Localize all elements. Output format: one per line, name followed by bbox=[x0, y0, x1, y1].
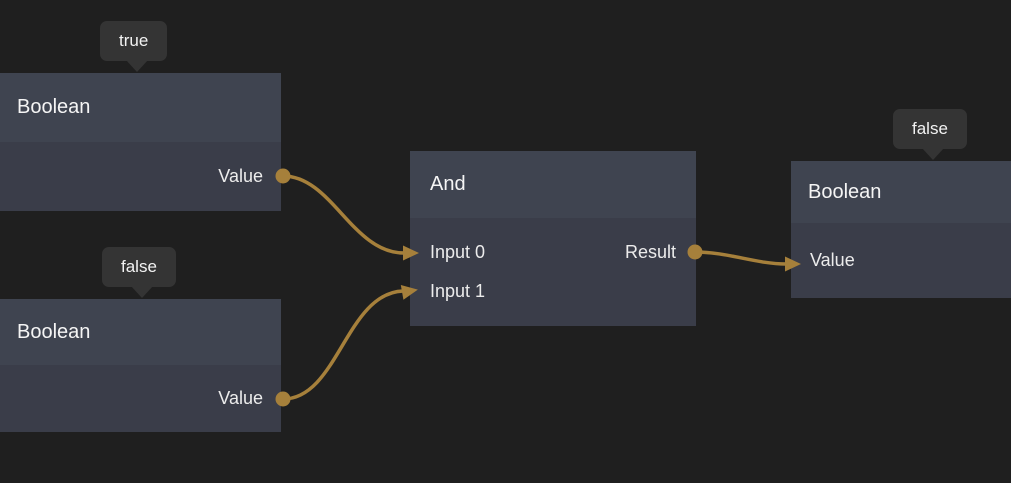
output-port-label: Value bbox=[218, 388, 263, 408]
tooltip-pointer bbox=[126, 60, 148, 72]
node-body: Input 0 Result Input 1 bbox=[410, 218, 696, 326]
wire-and-result-to-boolean-value[interactable] bbox=[694, 250, 787, 266]
tooltip-text: false bbox=[102, 247, 176, 287]
output-port-row: Value bbox=[0, 365, 281, 432]
tooltip-text: true bbox=[100, 21, 168, 61]
node-title: Boolean bbox=[17, 320, 91, 343]
output-port-label: Value bbox=[218, 166, 263, 186]
node-title: And bbox=[430, 173, 466, 195]
output-port-row: Value bbox=[0, 142, 281, 211]
node-body: Value bbox=[0, 142, 281, 211]
value-tooltip-false: false bbox=[102, 247, 176, 298]
node-boolean-result[interactable]: false Boolean Value bbox=[791, 109, 1011, 298]
node-header[interactable]: Boolean bbox=[791, 161, 1011, 223]
port-row: Input 1 bbox=[410, 272, 696, 311]
input-port-label: Input 0 bbox=[430, 242, 486, 262]
wire-boolean-true-to-and-input0[interactable] bbox=[282, 174, 405, 255]
node-header[interactable]: And bbox=[410, 151, 696, 218]
node-and[interactable]: And Input 0 Result Input 1 bbox=[410, 151, 696, 326]
node-boolean-false[interactable]: false Boolean Value bbox=[0, 247, 281, 432]
value-tooltip-result: false bbox=[893, 109, 967, 160]
input-port-row: Value bbox=[791, 223, 1011, 298]
input-port-label: Value bbox=[810, 250, 855, 270]
output-port-label: Result bbox=[624, 242, 676, 262]
tooltip-text: false bbox=[893, 109, 967, 149]
tooltip-pointer bbox=[922, 148, 944, 160]
node-header[interactable]: Boolean bbox=[0, 73, 281, 142]
node-body: Value bbox=[791, 223, 1011, 298]
input-port-label: Input 1 bbox=[430, 281, 486, 301]
wire-boolean-false-to-and-input1[interactable] bbox=[282, 289, 404, 401]
node-boolean-true[interactable]: true Boolean Value bbox=[0, 21, 281, 211]
tooltip-pointer bbox=[131, 286, 153, 298]
node-title: Boolean bbox=[808, 180, 882, 203]
node-header[interactable]: Boolean bbox=[0, 299, 281, 365]
node-title: Boolean bbox=[17, 96, 91, 118]
node-body: Value bbox=[0, 365, 281, 432]
value-tooltip-true: true bbox=[100, 21, 168, 72]
port-row: Input 0 Result bbox=[410, 233, 696, 272]
